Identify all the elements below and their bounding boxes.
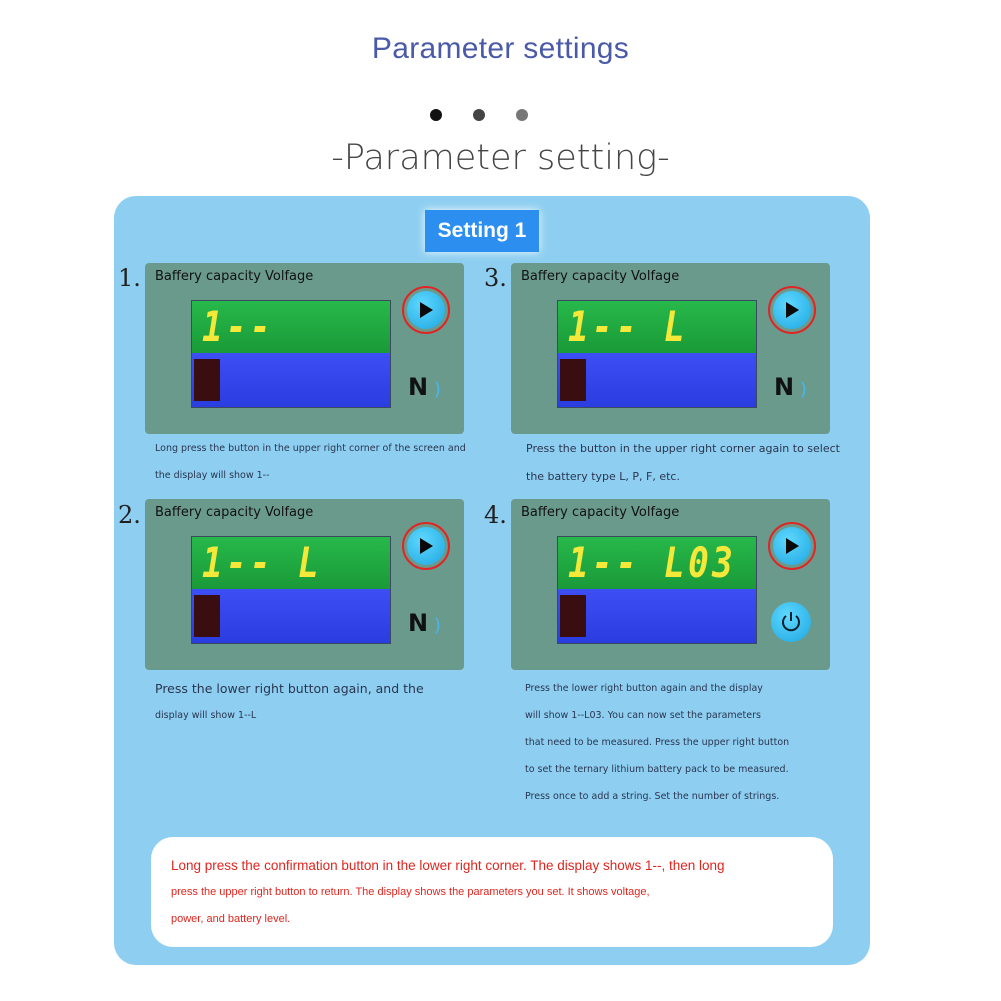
step-caption: Press the lower right button again, and …	[155, 681, 424, 721]
note-line: press the upper right button to return. …	[171, 886, 650, 898]
upper-right-button[interactable]	[768, 286, 816, 334]
upper-right-button[interactable]	[402, 522, 450, 570]
section-subtitle: -Parameter setting-	[331, 138, 670, 178]
play-icon	[773, 291, 811, 329]
note-line: Long press the confirmation button in th…	[171, 858, 725, 873]
lcd-readout: 1-- L03	[568, 538, 737, 587]
step-number: 1.	[118, 264, 141, 292]
lcd-readout: 1-- L	[568, 302, 689, 351]
device-card: Baffery capacity Volfage 1-- L N )	[511, 263, 830, 434]
card-label: Baffery capacity Volfage	[521, 505, 680, 520]
step-caption: Press the button in the upper right corn…	[526, 442, 840, 483]
lcd-screen: 1-- L	[191, 536, 391, 644]
upper-right-button[interactable]	[402, 286, 450, 334]
step-caption: Press the lower right button again and t…	[525, 683, 790, 802]
carousel-dots	[0, 109, 1001, 121]
card-label: Baffery capacity Volfage	[155, 269, 314, 284]
lcd-screen: 1-- L03	[557, 536, 757, 644]
dot-3[interactable]	[516, 109, 528, 121]
device-card: Baffery capacity Volfage 1-- N )	[145, 263, 464, 434]
lcd-readout: 1--	[202, 302, 275, 351]
device-card: Baffery capacity Volfage 1-- L03	[511, 499, 830, 670]
final-note: Long press the confirmation button in th…	[151, 837, 833, 947]
card-label: Baffery capacity Volfage	[521, 269, 680, 284]
instructions-panel: Setting 1 1. Baffery capacity Volfage 1-…	[114, 196, 870, 965]
lcd-readout: 1-- L	[202, 538, 323, 587]
step-number: 2.	[118, 501, 141, 529]
step-number: 4.	[484, 501, 507, 529]
lcd-screen: 1-- L	[557, 300, 757, 408]
setting-badge: Setting 1	[425, 210, 539, 252]
play-icon	[407, 527, 445, 565]
step-number: 3.	[484, 264, 507, 292]
power-icon[interactable]	[771, 602, 811, 642]
play-icon	[773, 527, 811, 565]
lcd-screen: 1--	[191, 300, 391, 408]
lower-right-button[interactable]: N )	[408, 373, 441, 401]
lower-right-button[interactable]: N )	[408, 609, 441, 637]
card-label: Baffery capacity Volfage	[155, 505, 314, 520]
upper-right-button[interactable]	[768, 522, 816, 570]
play-icon	[407, 291, 445, 329]
note-line: power, and battery level.	[171, 913, 291, 925]
page-title: Parameter settings	[371, 32, 630, 65]
step-caption: Long press the button in the upper right…	[155, 443, 466, 481]
dot-1[interactable]	[430, 109, 442, 121]
device-card: Baffery capacity Volfage 1-- L N )	[145, 499, 464, 670]
lower-right-button[interactable]: N )	[774, 373, 807, 401]
dot-2[interactable]	[473, 109, 485, 121]
